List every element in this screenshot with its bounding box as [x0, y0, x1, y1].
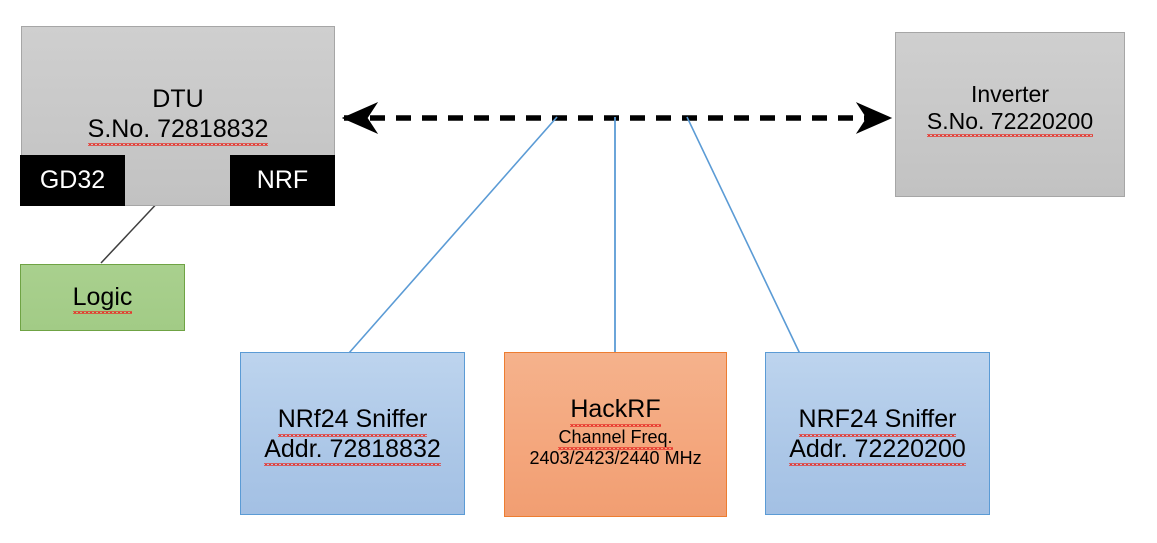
- sniffer-right-node[interactable]: NRF24 Sniffer Addr. 72220200: [765, 352, 990, 515]
- sniffer-right-address: Addr. 72220200: [789, 434, 966, 466]
- sniffer-right-rf-tap: [686, 116, 802, 357]
- hackrf-channel-label-text: Channel Freq.: [558, 426, 673, 450]
- sniffer-left-node[interactable]: NRf24 Sniffer Addr. 72818832: [240, 352, 465, 515]
- dtu-serial: S.No. 72818832: [87, 114, 269, 146]
- inverter-serial-text: S.No. 72220200: [926, 108, 1094, 138]
- logic-label: Logic: [72, 282, 133, 314]
- sniffer-left-title: NRf24 Sniffer: [277, 405, 428, 436]
- sniffer-left-address: Addr. 72818832: [264, 434, 441, 466]
- dtu-title: DTU: [152, 85, 204, 113]
- logic-node[interactable]: Logic: [20, 264, 185, 331]
- gd32-chip[interactable]: GD32: [20, 155, 125, 206]
- inverter-title: Inverter: [971, 81, 1049, 107]
- dtu-serial-text: S.No. 72818832: [87, 114, 269, 146]
- sniffer-right-title: NRF24 Sniffer: [798, 405, 957, 436]
- hackrf-title: HackRF: [570, 395, 661, 426]
- inverter-node[interactable]: Inverter S.No. 72220200: [895, 32, 1125, 197]
- sniffer-right-title-text: NRF24 Sniffer: [798, 405, 957, 436]
- sniffer-left-address-text: Addr. 72818832: [264, 434, 441, 466]
- hackrf-title-text: HackRF: [570, 395, 661, 426]
- sniffer-left-title-text: NRf24 Sniffer: [277, 405, 428, 436]
- gd32-chip-label: GD32: [39, 166, 106, 194]
- sniffer-left-rf-tap: [348, 116, 558, 354]
- nrf-chip[interactable]: NRF: [230, 155, 335, 206]
- inverter-serial: S.No. 72220200: [926, 108, 1094, 138]
- hackrf-node[interactable]: HackRF Channel Freq. 2403/2423/2440 MHz: [504, 352, 727, 517]
- nrf-chip-label: NRF: [256, 166, 309, 194]
- sniffer-right-address-text: Addr. 72220200: [789, 434, 966, 466]
- hackrf-channel-label: Channel Freq.: [558, 426, 673, 450]
- hackrf-channel-values: 2403/2423/2440 MHz: [529, 447, 702, 468]
